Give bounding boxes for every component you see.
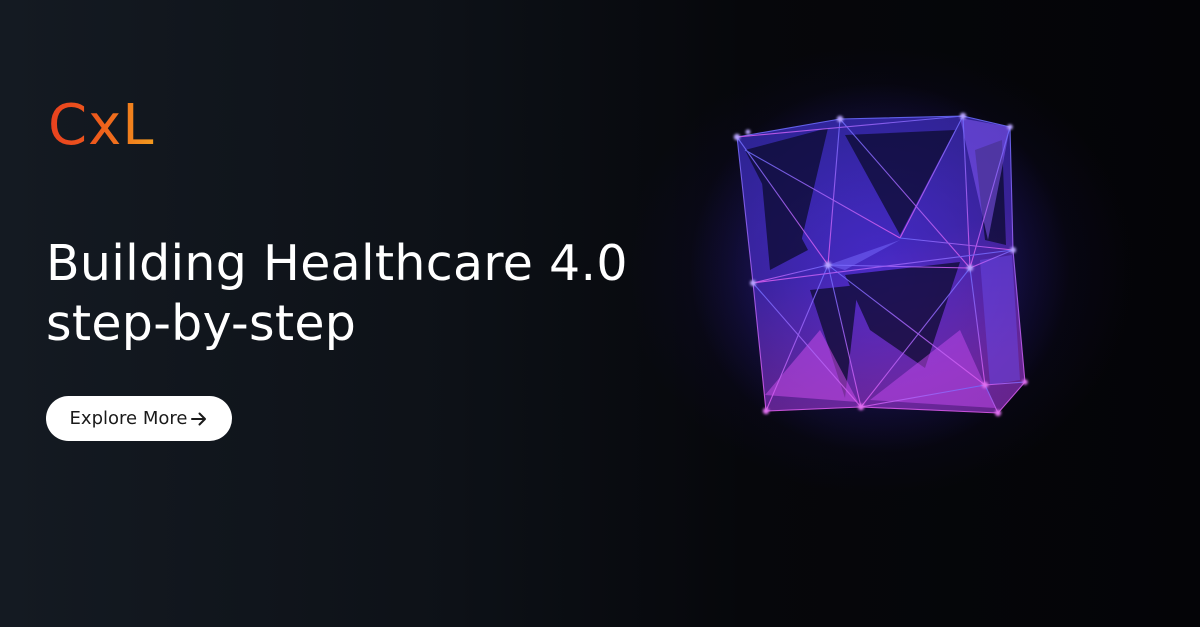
explore-more-label: Explore More — [69, 408, 188, 429]
polygon-mesh-artwork — [690, 83, 1070, 453]
arrow-right-icon — [190, 410, 208, 428]
brand-logo[interactable]: CxL — [48, 93, 155, 158]
page-title: Building Healthcare 4.0 step-by-step — [46, 235, 628, 352]
explore-more-button[interactable]: Explore More — [46, 396, 232, 441]
